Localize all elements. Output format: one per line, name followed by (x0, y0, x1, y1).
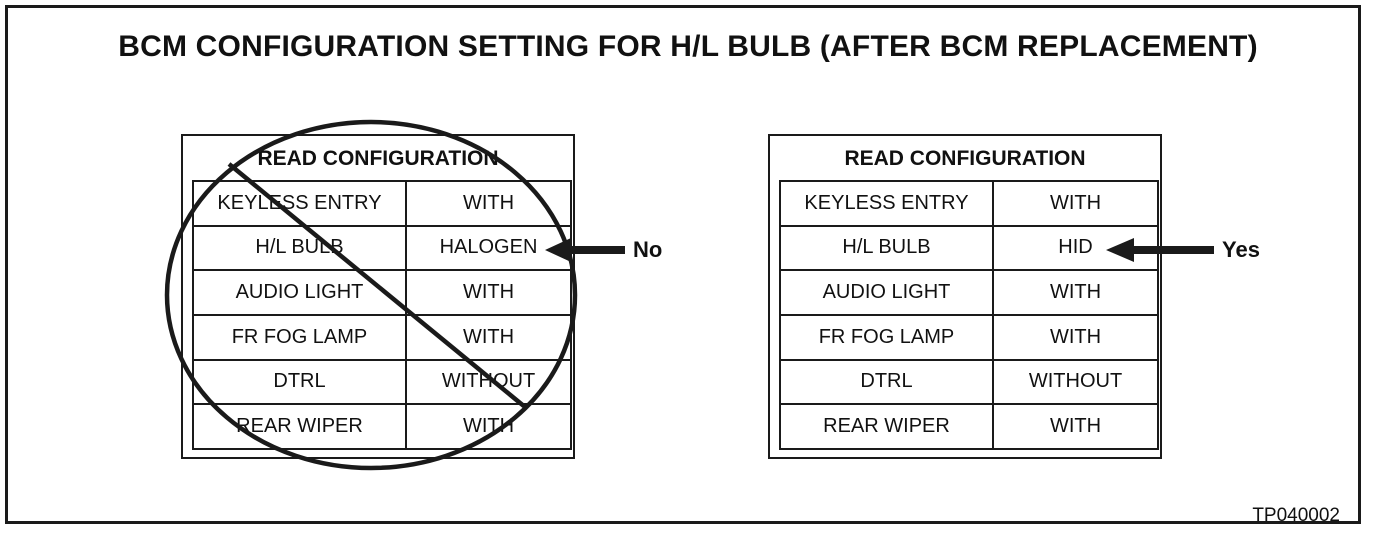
left-panel-heading: READ CONFIGURATION (257, 147, 499, 170)
table-row: DTRL WITHOUT (192, 358, 572, 406)
table-row: H/L BULB HID (779, 224, 1159, 272)
config-item: FR FOG LAMP (192, 313, 407, 361)
table-row: REAR WIPER WITH (779, 403, 1159, 450)
config-item: DTRL (192, 358, 407, 406)
config-item: REAR WIPER (192, 403, 407, 450)
config-value: WITH (992, 180, 1159, 227)
config-value: WITHOUT (405, 358, 572, 406)
table-row: FR FOG LAMP WITH (192, 313, 572, 361)
right-panel-heading: READ CONFIGURATION (844, 147, 1086, 170)
config-value: WITH (405, 180, 572, 227)
config-value: WITH (405, 313, 572, 361)
config-item: H/L BULB (192, 224, 407, 272)
table-row: AUDIO LIGHT WITH (192, 269, 572, 316)
config-item: KEYLESS ENTRY (779, 180, 994, 227)
left-arrow-icon (545, 238, 625, 262)
table-row: AUDIO LIGHT WITH (779, 269, 1159, 316)
config-value: WITH (405, 269, 572, 316)
config-item: H/L BULB (779, 224, 994, 272)
figure-title: BCM CONFIGURATION SETTING FOR H/L BULB (… (118, 30, 1258, 63)
table-row: REAR WIPER WITH (192, 403, 572, 450)
table-row: KEYLESS ENTRY WITH (192, 180, 572, 227)
table-row: DTRL WITHOUT (779, 358, 1159, 406)
config-item: AUDIO LIGHT (779, 269, 994, 316)
figure-code: TP040002 (1252, 505, 1340, 526)
right-config-panel: READ CONFIGURATION KEYLESS ENTRY WITH H/… (768, 134, 1162, 459)
table-row: H/L BULB HALOGEN (192, 224, 572, 272)
config-value: WITH (405, 403, 572, 450)
left-config-table: KEYLESS ENTRY WITH H/L BULB HALOGEN AUDI… (192, 180, 572, 450)
config-item: DTRL (779, 358, 994, 406)
right-arrow-icon (1106, 238, 1214, 262)
yes-label: Yes (1222, 237, 1260, 262)
figure-frame (5, 5, 1361, 524)
config-item: KEYLESS ENTRY (192, 180, 407, 227)
config-item: FR FOG LAMP (779, 313, 994, 361)
table-row: KEYLESS ENTRY WITH (779, 180, 1159, 227)
config-value: WITHOUT (992, 358, 1159, 406)
no-label: No (633, 237, 663, 262)
left-config-panel: READ CONFIGURATION KEYLESS ENTRY WITH H/… (181, 134, 575, 459)
config-item: AUDIO LIGHT (192, 269, 407, 316)
config-value: WITH (992, 313, 1159, 361)
right-config-table: KEYLESS ENTRY WITH H/L BULB HID AUDIO LI… (779, 180, 1159, 450)
config-value: WITH (992, 269, 1159, 316)
config-value: WITH (992, 403, 1159, 450)
config-item: REAR WIPER (779, 403, 994, 450)
table-row: FR FOG LAMP WITH (779, 313, 1159, 361)
